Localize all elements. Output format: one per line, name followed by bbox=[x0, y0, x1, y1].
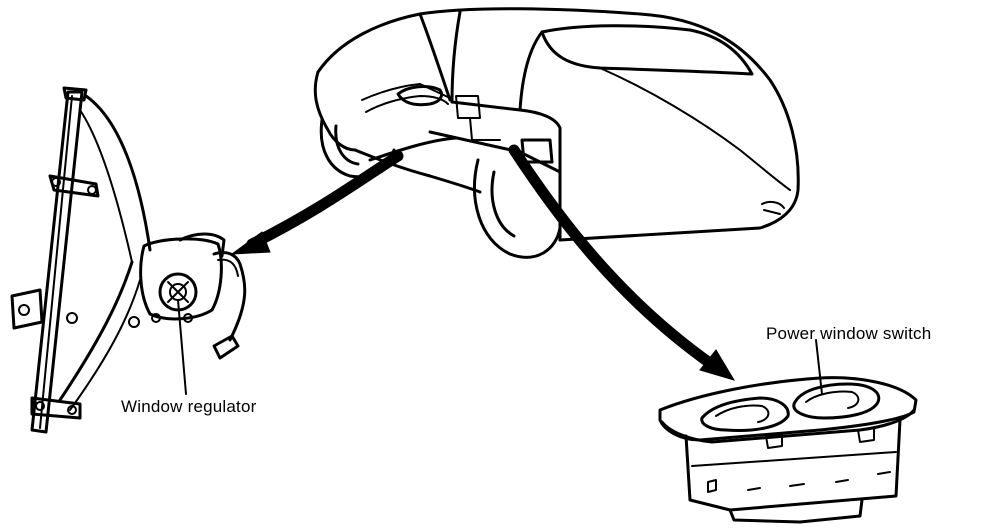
arrow-to-regulator bbox=[230, 150, 404, 255]
power-window-switch-label: Power window switch bbox=[766, 324, 932, 343]
arrow-to-switch bbox=[508, 144, 736, 381]
car-illustration bbox=[313, 7, 800, 259]
power-window-switch-illustration bbox=[658, 339, 918, 524]
window-regulator-label: Window regulator bbox=[121, 397, 257, 416]
window-regulator-illustration bbox=[10, 86, 247, 434]
